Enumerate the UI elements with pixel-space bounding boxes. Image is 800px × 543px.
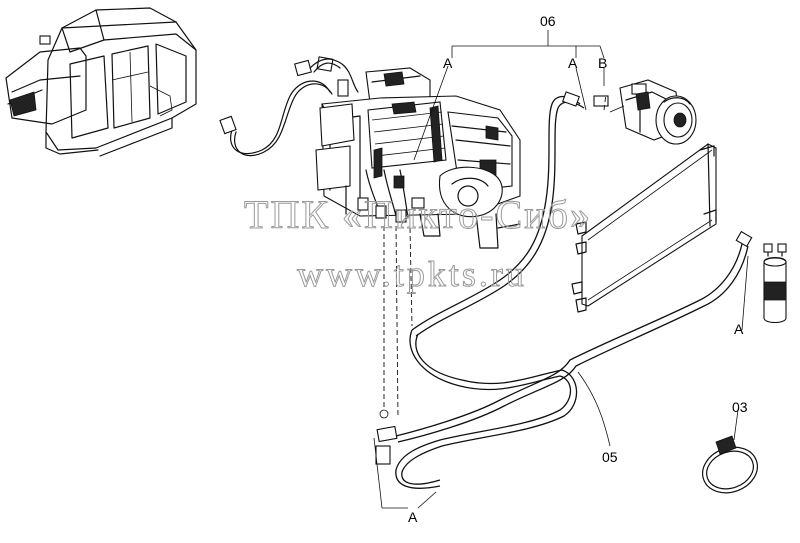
callout-a-bottom: A <box>408 509 418 525</box>
receiver-drier <box>763 243 787 324</box>
callout-a-top-left: A <box>443 55 453 71</box>
excavator-cab-illustration <box>5 7 197 157</box>
hose-06 <box>411 91 609 337</box>
air-conditioner-unit <box>315 67 521 249</box>
callout-05: 05 <box>602 449 618 465</box>
callouts: 06 A A B A 03 05 A <box>408 13 748 525</box>
callout-a-drier: A <box>734 321 744 337</box>
callout-06: 06 <box>540 13 556 29</box>
condenser <box>571 143 717 313</box>
callout-03: 03 <box>732 399 748 415</box>
hose-clamp-03 <box>702 435 758 494</box>
leader-lines <box>373 30 749 509</box>
callout-b: B <box>598 55 607 71</box>
compressor <box>609 79 697 145</box>
hose-05 <box>375 230 753 489</box>
watermark-company: ТПК «Пикто-Сиб» <box>244 192 592 237</box>
wiring-harness <box>219 56 359 157</box>
routing-lines <box>379 93 607 419</box>
watermark-url: www.tpkts.ru <box>297 254 527 294</box>
watermark: ТПК «Пикто-Сиб» www.tpkts.ru <box>244 192 592 295</box>
callout-a-top-right: A <box>568 55 578 71</box>
